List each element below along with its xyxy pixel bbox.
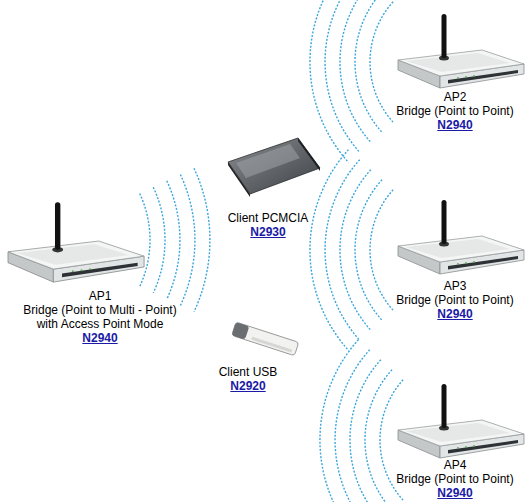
radio-waves	[310, 0, 393, 162]
router-label: AP4Bridge (Point to Point)N2940	[380, 458, 530, 500]
radio-waves	[320, 340, 403, 502]
device-name: Client USB	[188, 365, 308, 379]
model-number: N2940	[380, 486, 530, 500]
pcmcia-card	[228, 138, 320, 197]
router-illustration	[8, 202, 144, 282]
model-number: N2930	[208, 225, 328, 239]
device-description: Bridge (Point to Point)	[380, 472, 530, 486]
router-label: AP2Bridge (Point to Point)N2940	[380, 90, 530, 132]
usb-adapter	[232, 322, 299, 356]
model-number: N2920	[188, 379, 308, 393]
client-label: Client USBN2920	[188, 365, 308, 393]
model-number: N2940	[380, 307, 530, 321]
router-label: AP1Bridge (Point to Multi - Point) with …	[18, 289, 183, 345]
device-name: AP3	[380, 279, 530, 293]
router-illustration	[398, 14, 524, 88]
client-label: Client PCMCIAN2930	[208, 211, 328, 239]
radio-waves	[310, 150, 393, 351]
router-illustration	[398, 200, 524, 274]
device-name: AP4	[380, 458, 530, 472]
device-name: AP1	[18, 289, 183, 303]
router-illustration	[398, 384, 524, 458]
device-description: Bridge (Point to Point)	[380, 104, 530, 118]
device-name: AP2	[380, 90, 530, 104]
device-name: Client PCMCIA	[208, 211, 328, 225]
device-description: Bridge (Point to Point)	[380, 293, 530, 307]
model-number: N2940	[18, 331, 183, 345]
radio-waves	[140, 168, 210, 312]
model-number: N2940	[380, 118, 530, 132]
device-description: Bridge (Point to Multi - Point) with Acc…	[18, 303, 183, 331]
router-label: AP3Bridge (Point to Point)N2940	[380, 279, 530, 321]
